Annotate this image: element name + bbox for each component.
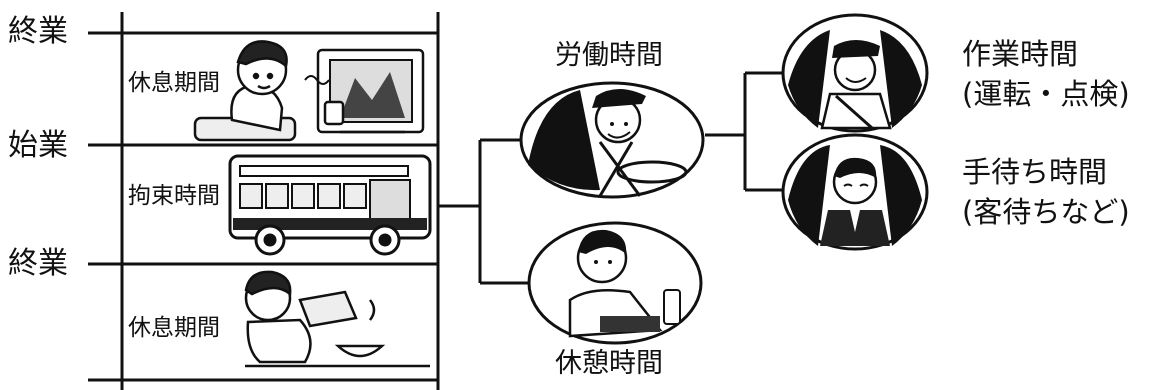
rest-oval xyxy=(527,221,703,345)
wait-time-detail: (客待ちなど) xyxy=(962,195,1130,229)
mark-end-bottom: 終業 xyxy=(8,246,68,281)
band-rest-top: 休息期間 xyxy=(128,70,220,96)
work-time-label: 作業時間 (運転・点検) xyxy=(962,34,1130,114)
work-time-title: 作業時間 xyxy=(962,37,1079,71)
band-rest-bottom: 休息期間 xyxy=(128,315,220,341)
mark-start: 始業 xyxy=(8,128,68,163)
rest-time-label: 休憩時間 xyxy=(555,348,663,379)
wait-time-label: 手待ち時間 (客待ちなど) xyxy=(962,152,1130,232)
bus-illustration xyxy=(228,154,432,256)
band-restraint: 拘束時間 xyxy=(128,183,220,209)
mark-end-top: 終業 xyxy=(8,14,68,49)
tv-rest-illustration xyxy=(193,40,425,142)
eating-rest-illustration xyxy=(244,270,430,368)
labor-time-label: 労働時間 xyxy=(555,40,663,71)
wait-time-title: 手待ち時間 xyxy=(962,155,1108,189)
wait-oval xyxy=(781,133,929,251)
labor-oval xyxy=(519,81,705,199)
work-time-detail: (運転・点検) xyxy=(962,77,1130,111)
work-oval xyxy=(781,13,929,133)
